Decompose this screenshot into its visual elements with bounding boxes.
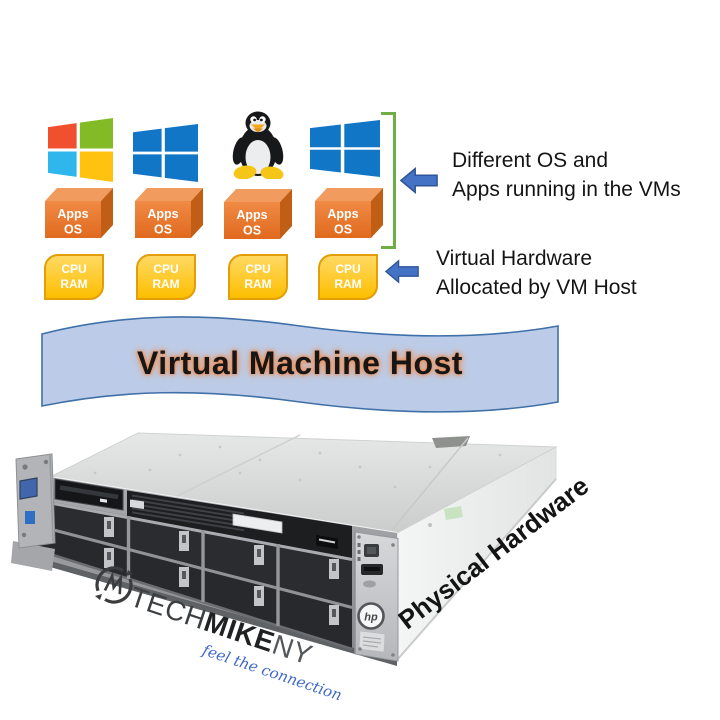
apps-os-box: Apps OS	[224, 189, 292, 239]
os-caption: Different OS and Apps running in the VMs	[452, 146, 681, 204]
drive-latches	[104, 517, 339, 625]
left-rack-ear	[15, 453, 56, 549]
cpu-ram-box: CPU RAM	[318, 254, 378, 300]
linux-tux-icon	[232, 111, 284, 179]
vm-group-bracket	[381, 112, 396, 249]
ram-label: RAM	[244, 277, 272, 291]
hw-caption: Virtual Hardware Allocated by VM Host	[436, 244, 637, 302]
hp-logo	[357, 602, 385, 630]
os-label: OS	[64, 223, 82, 237]
vm-host-banner-label: Virtual Machine Host	[137, 345, 463, 381]
cpu-label: CPU	[245, 262, 271, 276]
apps-label: Apps	[327, 207, 358, 221]
windows-blue-icon	[133, 124, 198, 182]
apps-os-box: Apps OS	[135, 188, 203, 238]
apps-label: Apps	[57, 207, 88, 221]
os-label: OS	[154, 223, 172, 237]
left-arrow-icon	[385, 259, 419, 284]
os-label: OS	[243, 224, 261, 238]
box-front-face	[45, 201, 101, 238]
side-sticker	[444, 506, 463, 520]
apps-os-box: Apps OS	[315, 188, 383, 238]
top-rivets	[93, 445, 502, 489]
apps-label: Apps	[236, 208, 267, 222]
ear-sticker	[25, 511, 35, 524]
os-caption-line2: Apps running in the VMs	[452, 178, 681, 201]
windows-blue-icon	[310, 120, 380, 177]
techmikeny-monogram-icon	[95, 566, 133, 604]
hp-badge	[130, 499, 144, 509]
apps-label: Apps	[147, 207, 178, 221]
front-label-sticker	[232, 513, 283, 534]
cpu-ram-box: CPU RAM	[228, 254, 288, 300]
vm-host-banner	[41, 316, 559, 413]
cpu-ram-box: CPU RAM	[44, 254, 104, 300]
vent-slits	[131, 494, 245, 532]
windows-multicolor-icon	[48, 118, 113, 182]
os-label: OS	[334, 223, 352, 237]
cpu-label: CPU	[153, 262, 179, 276]
left-rail	[11, 541, 55, 571]
hw-caption-line1: Virtual Hardware	[436, 247, 593, 270]
ram-label: RAM	[334, 277, 362, 291]
top-handle-notch	[432, 436, 470, 448]
os-caption-line1: Different OS and	[452, 149, 609, 172]
hw-caption-line2: Allocated by VM Host	[436, 276, 637, 299]
cpu-ram-box: CPU RAM	[136, 254, 196, 300]
hp-logo-text: hp	[364, 612, 378, 624]
drive-bay-row	[44, 502, 352, 606]
ram-label: RAM	[152, 277, 180, 291]
box-side-face	[101, 188, 113, 238]
apps-os-box: Apps OS	[45, 188, 113, 238]
vga-port	[19, 477, 38, 500]
cpu-label: CPU	[61, 262, 87, 276]
box-top-face	[45, 188, 113, 201]
bay-separators	[126, 516, 280, 626]
cpu-label: CPU	[335, 262, 361, 276]
ram-label: RAM	[60, 277, 88, 291]
status-led-icons	[357, 543, 361, 561]
left-arrow-icon	[400, 167, 438, 194]
